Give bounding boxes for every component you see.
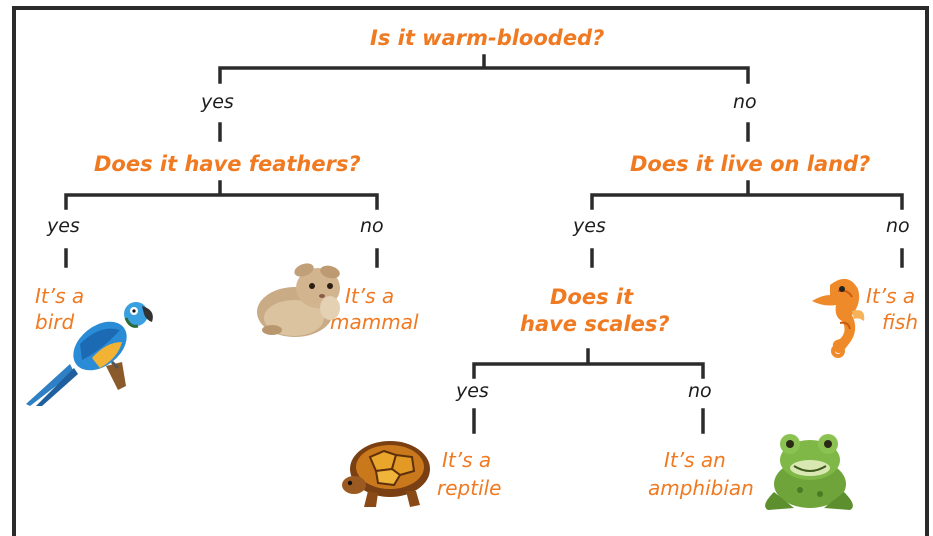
scales-no-label: no — [688, 381, 712, 403]
parrot-icon — [22, 298, 160, 408]
amphibian-result-line2: amphibian — [648, 477, 754, 500]
fish-result-line2: fish — [882, 311, 918, 334]
feathers-question: Does it have feathers? — [94, 152, 361, 176]
root-connector — [220, 56, 748, 82]
amphibian-result-line1: It’s an — [664, 449, 726, 472]
land-no-label: no — [886, 216, 910, 238]
land-yes-label: yes — [573, 216, 606, 238]
mammal-result-line1: It’s a — [345, 285, 394, 308]
feathers-no-label: no — [360, 216, 384, 238]
land-connector — [592, 182, 902, 208]
warm-yes-label: yes — [201, 92, 234, 114]
feathers-yes-label: yes — [47, 216, 80, 238]
scales-question-line2: have scales? — [520, 312, 670, 336]
scales-connector — [474, 350, 703, 377]
turtle-icon — [340, 433, 444, 513]
frog-icon — [754, 430, 858, 514]
seahorse-icon — [808, 271, 872, 367]
reptile-result-line2: reptile — [437, 477, 501, 500]
warm-no-label: no — [733, 92, 757, 114]
decision-tree-diagram: Is it warm-blooded? yes no Does it have … — [0, 0, 933, 516]
rabbit-icon — [250, 260, 350, 338]
scales-yes-label: yes — [456, 381, 489, 403]
land-question: Does it live on land? — [630, 152, 870, 176]
root-question: Is it warm-blooded? — [370, 26, 604, 50]
fish-result-line1: It’s a — [866, 285, 915, 308]
scales-question-line1: Does it — [550, 285, 633, 309]
feathers-connector — [66, 182, 377, 208]
reptile-result-line1: It’s a — [442, 449, 491, 472]
